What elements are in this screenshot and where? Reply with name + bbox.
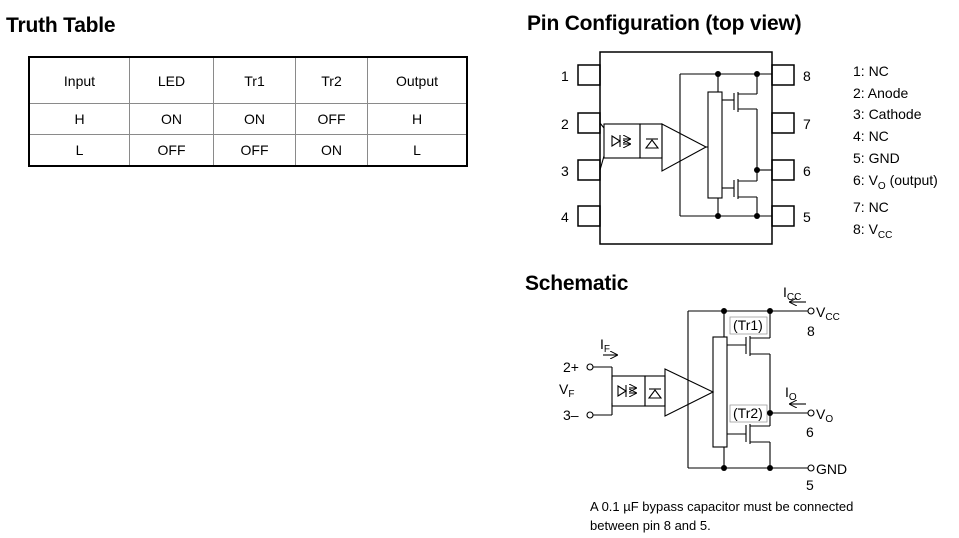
cell-output: H (367, 103, 468, 135)
pin-3 (577, 159, 601, 181)
table-row: H ON ON OFF H (28, 103, 468, 135)
cell-led: OFF (129, 134, 214, 167)
gnd-label: GND (816, 461, 847, 477)
cell-led: ON (129, 103, 214, 135)
schematic-photodiode-box (644, 375, 666, 407)
cell-output: L (367, 134, 468, 167)
bypass-note: A 0.1 µF bypass capacitor must be connec… (590, 497, 853, 535)
legend-pin6: 6: VO (output) (853, 171, 938, 192)
pin8-label: 8 (807, 323, 815, 339)
truth-table-title: Truth Table (6, 14, 116, 37)
pin6-label: 6 (806, 424, 814, 440)
photodiode-icon (644, 139, 660, 149)
if-label: IF (600, 336, 610, 355)
package-body (599, 51, 773, 245)
pin-number-6: 6 (803, 163, 811, 179)
schematic-title: Schematic (525, 272, 629, 295)
schematic-led-icon (617, 385, 628, 397)
pin-number-4: 4 (561, 209, 569, 225)
led-box (603, 123, 641, 159)
header-output: Output (367, 56, 468, 104)
tr1-label: (Tr1) (733, 317, 763, 333)
truth-table: Input LED Tr1 Tr2 Output H ON ON OFF H L… (28, 56, 468, 167)
header-input: Input (28, 56, 130, 104)
legend-pin7: 7: NC (853, 199, 889, 216)
header-led: LED (129, 56, 214, 104)
pin-legend: 1: NC 2: Anode 3: Cathode 4: NC 5: GND 6… (853, 61, 938, 246)
pin-config-title: Pin Configuration (top view) (527, 12, 802, 35)
legend-pin1: 1: NC (853, 63, 889, 79)
note-line-1: A 0.1 µF bypass capacitor must be connec… (590, 499, 854, 514)
schematic-photodiode-icon (647, 389, 663, 399)
cell-tr2: ON (295, 134, 368, 167)
pin2-label: 2+ (563, 359, 579, 375)
pin-number-1: 1 (561, 68, 569, 84)
led-icon (611, 135, 622, 147)
cell-tr1: OFF (213, 134, 296, 167)
icc-label: ICC (783, 284, 801, 303)
tr1-box (729, 316, 768, 335)
pin-config-junctions (715, 71, 760, 219)
pin-number-8: 8 (803, 68, 811, 84)
pin-6 (771, 159, 795, 181)
pin-number-5: 5 (803, 209, 811, 225)
schematic-circuit (586, 302, 815, 472)
pin-number-7: 7 (803, 116, 811, 132)
legend-pin8: 8: VCC (853, 220, 893, 241)
pin-number-2: 2 (561, 116, 569, 132)
io-label: IO (785, 384, 797, 403)
cell-tr2: OFF (295, 103, 368, 135)
pin-number-3: 3 (561, 163, 569, 179)
cell-input: L (28, 134, 130, 167)
pin-numbers: 1 2 3 4 8 7 6 5 (561, 68, 811, 225)
legend-pin2: 2: Anode (853, 84, 909, 101)
pin-4 (577, 205, 601, 227)
cell-input: H (28, 103, 130, 135)
vo-label: VO (816, 406, 833, 425)
pin-8 (771, 64, 795, 86)
pin-5 (771, 205, 795, 227)
vf-label: VF (559, 381, 574, 400)
table-row: L OFF OFF ON L (28, 134, 468, 167)
driver-block (707, 91, 723, 199)
pin-config-circuit (599, 73, 772, 217)
schematic-led-box (611, 375, 646, 407)
schematic-amplifier-icon (664, 368, 715, 417)
vcc-label: VCC (816, 304, 840, 323)
schematic-labels: ICC VCC 8 IF 2+ VF 3– (Tr1) (Tr2) IO VO … (559, 284, 847, 493)
tr2-box (729, 404, 768, 423)
pin-2 (577, 112, 601, 134)
pin5-label: 5 (806, 477, 814, 493)
header-tr1: Tr1 (213, 56, 296, 104)
table-header-row: Input LED Tr1 Tr2 Output (28, 56, 468, 104)
schematic-junctions (721, 308, 773, 471)
amplifier-icon (661, 123, 708, 172)
pin-1 (577, 64, 601, 86)
tr2-label: (Tr2) (733, 405, 763, 421)
note-line-2: between pin 8 and 5. (590, 518, 711, 533)
legend-pin4: 4: NC (853, 128, 889, 145)
cell-tr1: ON (213, 103, 296, 135)
ic-package (577, 51, 795, 245)
pin-7 (771, 112, 795, 134)
schematic-driver-block (712, 336, 728, 448)
legend-pin5: 5: GND (853, 149, 900, 166)
legend-pin3: 3: Cathode (853, 106, 922, 123)
pin3-label: 3– (563, 407, 579, 423)
